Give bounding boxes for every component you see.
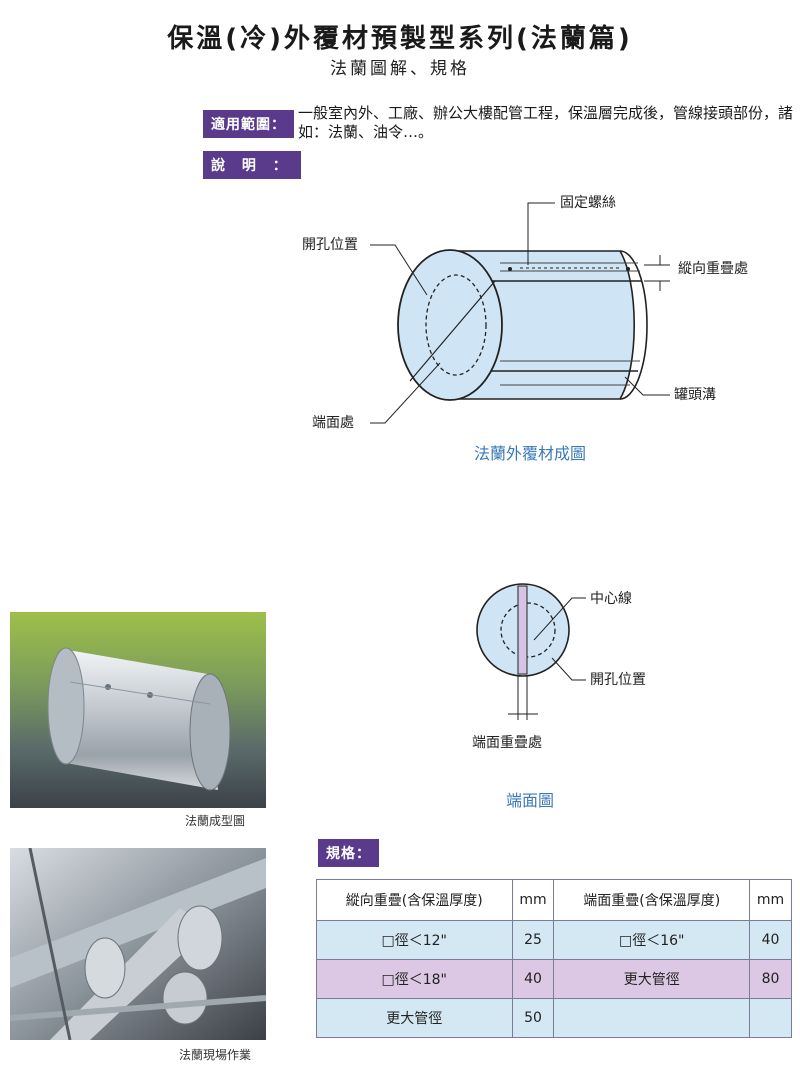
label-end-overlap: 端面重疊處: [472, 735, 542, 750]
site-photo-caption: 法蘭現場作業: [178, 1048, 251, 1062]
spec-label: 規格：: [318, 839, 379, 867]
spec-cell: □徑＜16": [553, 920, 751, 960]
flange-formed-photo: [10, 612, 266, 808]
table-row: □徑＜12" 25 □徑＜16" 40: [316, 920, 792, 960]
label-hole-position-2: 開孔位置: [590, 672, 646, 688]
spec-cell: 80: [749, 959, 792, 999]
end-face-diagram: 中心線 開孔位置 端面重疊處: [472, 583, 646, 750]
spec-cell: [749, 998, 792, 1038]
spec-header: mm: [511, 879, 555, 921]
table-row: □徑＜18" 40 更大管徑 80: [316, 959, 792, 999]
spec-cell: 40: [749, 920, 792, 960]
page-subtitle: 法蘭圖解、規格: [330, 59, 470, 79]
page-title: 保溫(冷)外覆材預製型系列(法蘭篇): [167, 24, 633, 54]
spec-table: 縱向重疊(含保溫厚度) mm 端面重疊(含保溫厚度) mm □徑＜12" 25 …: [316, 879, 792, 1038]
spec-header-row: 縱向重疊(含保溫厚度) mm 端面重疊(含保溫厚度) mm: [316, 879, 792, 921]
label-hole-position: 開孔位置: [302, 237, 358, 253]
spec-cell: □徑＜12": [316, 920, 513, 960]
spec-header: 縱向重疊(含保溫厚度): [316, 879, 513, 921]
label-center-line: 中心線: [590, 591, 632, 607]
spec-header: mm: [749, 879, 792, 921]
spec-cell: 更大管徑: [553, 959, 751, 999]
spec-header: 端面重疊(含保溫厚度): [553, 879, 751, 921]
spec-cell: [553, 998, 751, 1038]
flange-site-photo: [10, 848, 266, 1040]
spec-cell: □徑＜18": [316, 959, 513, 999]
spec-cell: 40: [511, 959, 555, 999]
scope-label: 適用範圍：: [203, 110, 294, 138]
spec-cell: 更大管徑: [316, 998, 513, 1038]
spec-cell: 25: [511, 920, 555, 960]
table-row: 更大管徑 50: [316, 998, 792, 1038]
label-end-face: 端面處: [312, 415, 354, 431]
scope-text: 一般室內外、工廠、辦公大樓配管工程，保溫層完成後，管線接頭部份，諸如：法蘭、油令…: [298, 104, 794, 141]
spec-cell: 50: [511, 998, 555, 1038]
label-longitudinal-overlap: 縱向重疊處: [678, 261, 748, 277]
description-label: 說 明 ：: [203, 151, 301, 179]
formed-photo-caption: 法蘭成型圖: [184, 814, 245, 828]
flange-cover-diagram: 固定螺絲 開孔位置 縱向重疊處 罐頭溝 端面處: [302, 195, 748, 431]
diagram2-caption: 端面圖: [505, 791, 554, 810]
diagram1-caption: 法蘭外覆材成圖: [473, 444, 586, 463]
label-fixing-screw: 固定螺絲: [560, 195, 616, 211]
label-groove: 罐頭溝: [674, 387, 716, 403]
